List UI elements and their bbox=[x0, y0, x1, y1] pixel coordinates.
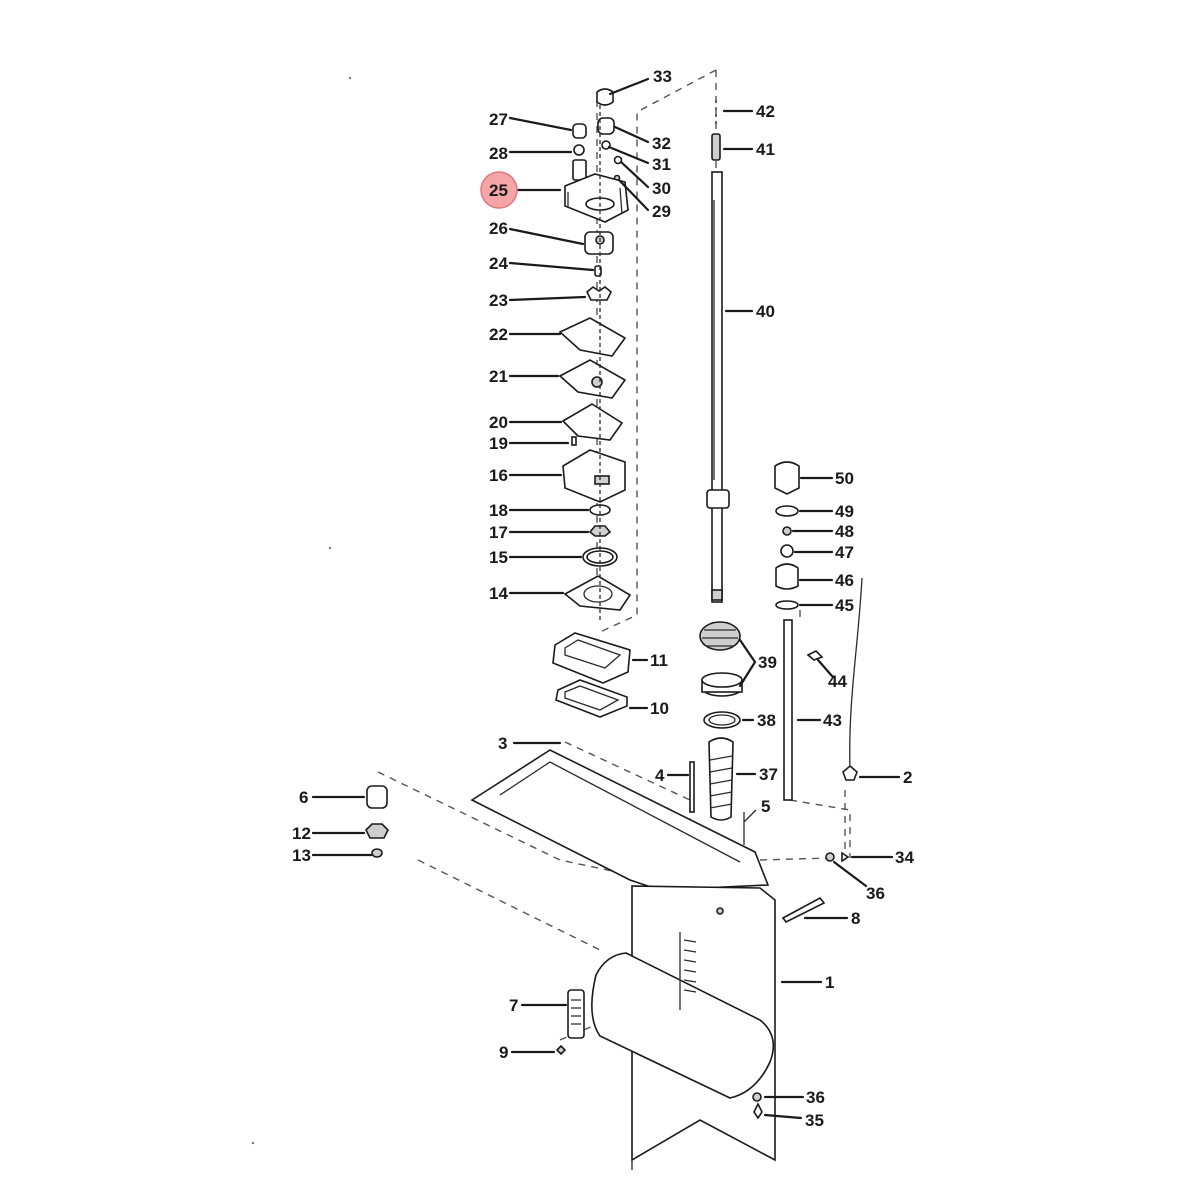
callout-25[interactable]: 25 bbox=[489, 181, 508, 200]
callout-39[interactable]: 39 bbox=[758, 653, 777, 672]
callout-27[interactable]: 27 bbox=[489, 110, 508, 129]
callout-14[interactable]: 14 bbox=[489, 584, 508, 603]
callout-37[interactable]: 37 bbox=[759, 765, 778, 784]
callout-20[interactable]: 20 bbox=[489, 413, 508, 432]
callout-47[interactable]: 47 bbox=[835, 543, 854, 562]
callout-28[interactable]: 28 bbox=[489, 144, 508, 163]
callout-36-lower[interactable]: 36 bbox=[806, 1088, 825, 1107]
scan-speck bbox=[328, 546, 332, 550]
callout-44[interactable]: 44 bbox=[828, 672, 847, 691]
callout-16[interactable]: 16 bbox=[489, 466, 508, 485]
callout-29[interactable]: 29 bbox=[652, 202, 671, 221]
callout-36-upper[interactable]: 36 bbox=[866, 884, 885, 903]
callout-3[interactable]: 3 bbox=[498, 734, 507, 753]
callout-48[interactable]: 48 bbox=[835, 522, 854, 541]
callout-15[interactable]: 15 bbox=[489, 548, 508, 567]
callout-46[interactable]: 46 bbox=[835, 571, 854, 590]
highlight-circle-part-25[interactable] bbox=[480, 171, 518, 209]
callout-49[interactable]: 49 bbox=[835, 502, 854, 521]
callout-13[interactable]: 13 bbox=[292, 846, 311, 865]
callout-12[interactable]: 12 bbox=[292, 824, 311, 843]
callout-43[interactable]: 43 bbox=[823, 711, 842, 730]
callout-10[interactable]: 10 bbox=[650, 699, 669, 718]
callout-30[interactable]: 30 bbox=[652, 179, 671, 198]
callout-8[interactable]: 8 bbox=[851, 909, 860, 928]
callout-labels: 33 42 27 32 41 28 31 30 25 29 26 24 23 4… bbox=[292, 67, 914, 1130]
callout-34[interactable]: 34 bbox=[895, 848, 914, 867]
callout-11[interactable]: 11 bbox=[650, 651, 668, 670]
callout-1[interactable]: 1 bbox=[825, 973, 834, 992]
scan-speck bbox=[251, 1141, 255, 1145]
callout-42[interactable]: 42 bbox=[756, 102, 775, 121]
cover-and-gasket bbox=[552, 632, 631, 718]
callout-41[interactable]: 41 bbox=[756, 140, 775, 159]
callout-33[interactable]: 33 bbox=[653, 67, 672, 86]
callout-19[interactable]: 19 bbox=[489, 434, 508, 453]
left-small-parts bbox=[365, 785, 389, 858]
callout-18[interactable]: 18 bbox=[489, 501, 508, 520]
callout-9[interactable]: 9 bbox=[499, 1043, 508, 1062]
callout-5[interactable]: 5 bbox=[761, 797, 770, 816]
callout-22[interactable]: 22 bbox=[489, 325, 508, 344]
leader-lines bbox=[311, 77, 901, 1120]
callout-21[interactable]: 21 bbox=[489, 367, 508, 386]
callout-26[interactable]: 26 bbox=[489, 219, 508, 238]
callout-32[interactable]: 32 bbox=[652, 134, 671, 153]
callout-38[interactable]: 38 bbox=[757, 711, 776, 730]
callout-23[interactable]: 23 bbox=[489, 291, 508, 310]
water-pump-stack bbox=[558, 88, 632, 620]
callout-7[interactable]: 7 bbox=[509, 996, 518, 1015]
callout-31[interactable]: 31 bbox=[652, 155, 671, 174]
shift-assembly bbox=[774, 461, 863, 801]
gear-housing bbox=[470, 749, 850, 1170]
callout-17[interactable]: 17 bbox=[489, 523, 508, 542]
scan-speck bbox=[348, 76, 352, 80]
callout-35[interactable]: 35 bbox=[805, 1111, 824, 1130]
callout-6[interactable]: 6 bbox=[299, 788, 308, 807]
driveshaft bbox=[706, 100, 730, 603]
callout-2[interactable]: 2 bbox=[903, 768, 912, 787]
callout-40[interactable]: 40 bbox=[756, 302, 775, 321]
gear-stack bbox=[699, 621, 743, 821]
callout-24[interactable]: 24 bbox=[489, 254, 508, 273]
callout-50[interactable]: 50 bbox=[835, 469, 854, 488]
callout-45[interactable]: 45 bbox=[835, 596, 854, 615]
callout-4[interactable]: 4 bbox=[655, 766, 665, 785]
